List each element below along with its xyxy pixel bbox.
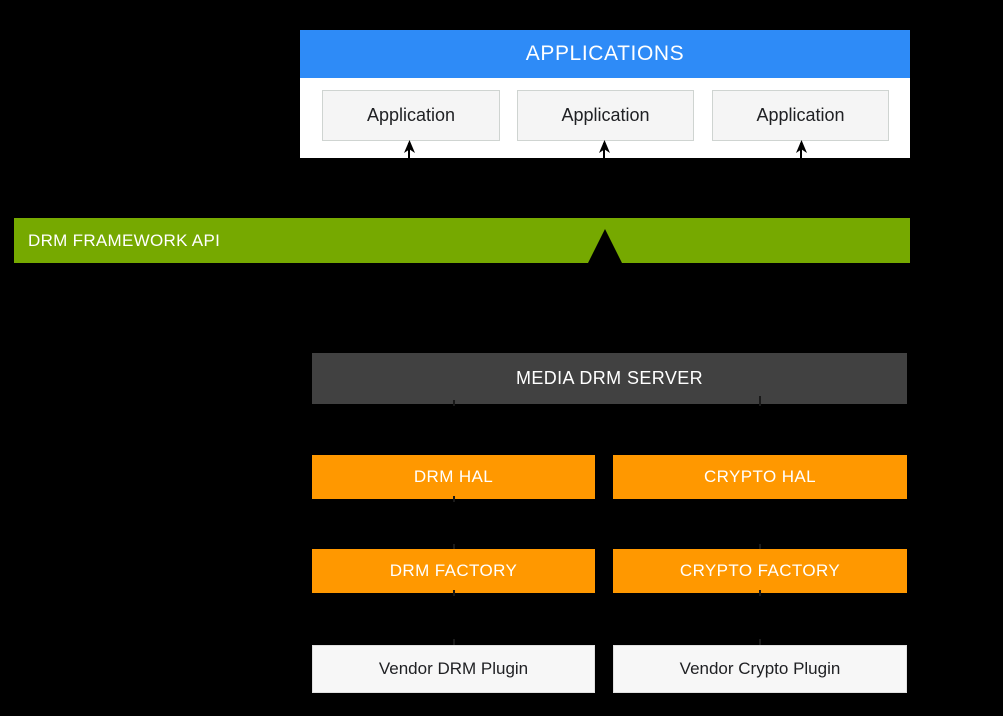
connector-stub-drmhal-drmfactory bbox=[453, 496, 455, 502]
connector-stub-drmfactory-drmplugin bbox=[453, 590, 455, 596]
application-box-3[interactable]: Application bbox=[712, 90, 889, 141]
connector-line-fw3-down bbox=[836, 206, 838, 226]
drm-hal-box[interactable]: DRM HAL bbox=[312, 455, 595, 499]
applications-group: APPLICATIONS Application Application App… bbox=[300, 30, 910, 158]
crypto-factory-label: CRYPTO FACTORY bbox=[679, 561, 841, 580]
media-drm-server-bar: MEDIA DRM SERVER bbox=[312, 353, 907, 404]
crypto-hal-box[interactable]: CRYPTO HAL bbox=[613, 455, 907, 499]
drm-framework-api-label: DRM FRAMEWORK API bbox=[28, 230, 221, 250]
drm-framework-api-bar: DRM FRAMEWORK API bbox=[14, 218, 910, 263]
crypto-factory-box[interactable]: CRYPTO FACTORY bbox=[613, 549, 907, 593]
connector-line-app3-up bbox=[800, 143, 802, 161]
connector-stub-server-cryptohal bbox=[759, 396, 761, 406]
drm-factory-box[interactable]: DRM FACTORY bbox=[312, 549, 595, 593]
vendor-drm-plugin-box[interactable]: Vendor DRM Plugin bbox=[312, 645, 595, 693]
crypto-hal-label: CRYPTO HAL bbox=[703, 467, 817, 486]
connector-line-app2-up bbox=[603, 143, 605, 161]
drm-factory-label: DRM FACTORY bbox=[389, 561, 518, 580]
application-box-3-label: Application bbox=[756, 105, 845, 125]
connector-line-app1-up bbox=[408, 143, 410, 161]
vendor-crypto-plugin-label: Vendor Crypto Plugin bbox=[679, 659, 841, 678]
connector-stub-drmhal-drmfactory-b bbox=[453, 544, 455, 550]
vendor-drm-plugin-label: Vendor DRM Plugin bbox=[378, 659, 529, 678]
drm-hal-label: DRM HAL bbox=[413, 467, 494, 486]
connector-stub-server-drmhal bbox=[453, 400, 455, 406]
connector-stub-cryptofactory-cryptoplugin bbox=[759, 590, 761, 596]
application-box-1-label: Application bbox=[366, 105, 456, 125]
arrow-head-app3-up-icon bbox=[796, 140, 807, 153]
application-box-2[interactable]: Application bbox=[517, 90, 694, 141]
arrow-head-app2-up-icon bbox=[599, 140, 610, 153]
applications-header: APPLICATIONS bbox=[300, 30, 910, 78]
application-box-2-label: Application bbox=[561, 105, 650, 125]
vendor-crypto-plugin-box[interactable]: Vendor Crypto Plugin bbox=[613, 645, 907, 693]
connector-line-fw2-down bbox=[603, 206, 605, 224]
application-box-1[interactable]: Application bbox=[322, 90, 500, 141]
arrow-head-app1-up-icon bbox=[404, 140, 415, 153]
connector-stub-drmplugin-top bbox=[453, 639, 455, 645]
connector-stub-cryptoplugin-top bbox=[759, 639, 761, 645]
media-drm-server-label: MEDIA DRM SERVER bbox=[515, 368, 704, 388]
connector-stub-cryptohal-cryptofactory bbox=[759, 544, 761, 550]
connector-line-fw1-down bbox=[376, 206, 378, 226]
